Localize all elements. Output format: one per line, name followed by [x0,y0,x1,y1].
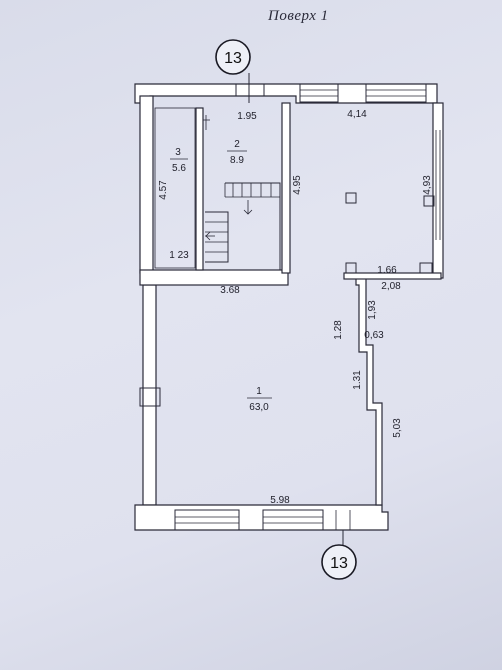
dim-4-14: 4,14 [347,109,367,120]
axis-marker-bottom-label: 13 [330,555,348,572]
right-upper-wall [432,102,444,279]
dim-5-98: 5.98 [270,495,290,506]
room-3-number: 3 [175,147,181,158]
columns [139,192,435,407]
dim-1-93: 1,93 [367,300,378,320]
outer-walls [134,83,444,531]
left-upper-wall [139,95,154,274]
room-1-area: 63,0 [249,402,269,413]
dim-4-57: 4.57 [158,180,169,200]
dim-4-93: 4,93 [422,175,433,195]
right-stepped-wall [355,277,383,506]
inner-vertical-wall [281,102,291,274]
partition-wall [139,269,289,286]
dim-5-03: 5,03 [392,418,403,438]
axis-marker-bottom-circle [321,544,357,580]
top-wall [134,83,438,104]
dim-1-28: 1.28 [333,320,344,340]
top-windows [235,83,427,103]
right-window [435,130,441,240]
room-divider-wall [195,107,204,271]
axis-marker-top-label: 13 [224,50,242,67]
axis-marker-bottom: 13 [321,530,357,580]
upper-room-bottom-wall [343,272,442,280]
room-1-number: 1 [256,386,262,397]
axis-marker-top: 13 [215,39,251,103]
stairs [205,182,281,270]
room-3-outline [154,107,196,269]
dim-3-68: 3.68 [220,285,240,296]
room-3-area: 5.6 [172,163,186,174]
dim-0-63: 0,63 [364,330,384,341]
left-lower-wall [142,284,157,506]
bottom-windows [174,509,351,531]
dim-2-08: 2,08 [381,281,401,292]
room-2-number: 2 [234,139,240,150]
dim-4-95: 4.95 [292,175,303,195]
dim-1-23: 1 23 [169,250,189,261]
floor-title: Поверх 1 [268,8,329,24]
dim-1-31: 1.31 [352,370,363,390]
dim-1-66: 1.66 [377,265,397,276]
dim-1-95: 1.95 [237,111,257,122]
axis-marker-top-circle [215,39,251,75]
room-2-area: 8.9 [230,155,244,166]
